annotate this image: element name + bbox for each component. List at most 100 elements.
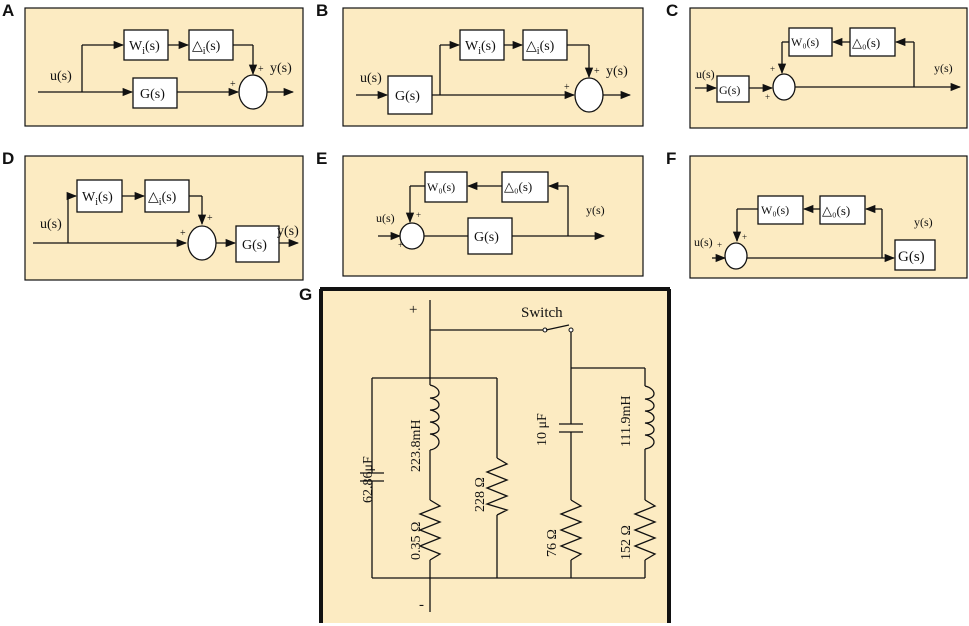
panel-e-plus-left: + — [398, 240, 403, 250]
r1-label: 0.35 Ω — [409, 522, 424, 560]
panel-b-delta-block — [522, 29, 568, 61]
panel-b-delta-label: △i(s) — [526, 39, 555, 57]
panel-c-delta-label: △₀(s) — [852, 35, 880, 50]
panel-e-g-block — [467, 217, 513, 255]
r4-label: 152 Ω — [619, 525, 634, 560]
panel-e-plus-top: + — [416, 210, 421, 220]
panel-a-output-label: y(s) — [270, 61, 292, 76]
panel-c-w-block — [788, 27, 833, 57]
panel-b-plus-top: + — [594, 66, 600, 77]
l2-label: 111.9mH — [619, 396, 634, 447]
l1-inductor — [429, 384, 440, 451]
panel-b-plus-left: + — [564, 82, 570, 93]
panel-c: C G(s) △₀(s) W₀(s) u(s) y(s) + + — [666, 1, 968, 129]
panel-d-output-label: y(s) — [277, 224, 299, 239]
panel-c-w-label: W₀(s) — [791, 35, 819, 49]
panel-e-summing-junction — [399, 222, 425, 250]
r3-label: 76 Ω — [545, 529, 560, 557]
switch-label: Switch — [521, 305, 563, 321]
positive-terminal-label: + — [409, 302, 417, 318]
panel-a-summing-junction — [238, 74, 268, 110]
panel-d-delta-block — [144, 179, 190, 213]
panel-d: D Wi(s) △i(s) G(s) u(s) y(s) + + — [2, 149, 304, 281]
panel-f-g-label: G(s) — [898, 249, 925, 265]
panel-f-letter: F — [666, 149, 676, 168]
r2-resistor — [485, 457, 509, 516]
panel-a-input-label: u(s) — [50, 69, 72, 84]
panel-e-delta-label: △₀(s) — [504, 179, 532, 194]
c2-label: 10 μF — [535, 413, 550, 446]
l2-inductor — [644, 385, 655, 450]
panel-c-output-label: y(s) — [934, 61, 953, 75]
r3-resistor — [559, 499, 583, 561]
panel-f-plus-top: + — [742, 232, 747, 242]
panel-d-w-block — [76, 179, 123, 213]
r2-label: 228 Ω — [473, 477, 488, 512]
panel-e-w-label: W₀(s) — [427, 180, 455, 194]
panel-f-summing-junction — [724, 242, 748, 270]
panel-d-plus-left: + — [180, 228, 186, 239]
panel-a-g-block — [132, 77, 178, 109]
panel-a-delta-label: △i(s) — [192, 39, 221, 57]
panel-c-input-label: u(s) — [696, 67, 715, 81]
panel-a-g-label: G(s) — [140, 87, 165, 102]
panel-f-delta-label: △₀(s) — [822, 203, 850, 218]
panel-c-plus-left: + — [765, 92, 770, 102]
panel-c-letter: C — [666, 1, 678, 20]
panel-d-g-label: G(s) — [242, 238, 267, 253]
panel-e-g-label: G(s) — [474, 230, 499, 245]
panel-e-w-block — [424, 171, 468, 203]
panel-b-g-label: G(s) — [395, 89, 420, 104]
panel-d-g-block — [235, 225, 280, 263]
panel-a-letter: A — [2, 1, 14, 20]
panel-b-letter: B — [316, 1, 328, 20]
panel-d-delta-label: △i(s) — [148, 190, 177, 208]
panel-b-output-label: y(s) — [606, 64, 628, 79]
panel-f-input-label: u(s) — [694, 235, 713, 249]
panel-g-background — [321, 289, 669, 623]
panel-b-g-block — [387, 75, 433, 115]
panel-a: A Wi(s) △i(s) G(s) u(s) y(s) + + — [2, 1, 304, 127]
panel-c-plus-top: + — [770, 64, 775, 74]
panel-f-w-block — [757, 195, 804, 225]
panel-b-input-label: u(s) — [360, 71, 382, 86]
panel-c-g-block — [716, 75, 750, 103]
negative-terminal-label: - — [419, 597, 424, 613]
panel-a-w-label: Wi(s) — [129, 39, 160, 57]
panel-b: B G(s) Wi(s) △i(s) u(s) y(s) + + — [316, 1, 644, 127]
panel-b-w-label: Wi(s) — [465, 39, 496, 57]
r4-resistor — [633, 499, 657, 561]
panel-a-delta-block — [188, 29, 234, 61]
panel-e-letter: E — [316, 149, 327, 168]
c1-label: 62.86μF — [361, 456, 376, 503]
panel-d-summing-junction — [187, 225, 217, 261]
panel-c-g-label: G(s) — [719, 83, 740, 97]
panel-c-delta-block — [849, 27, 896, 57]
panel-d-plus-top: + — [207, 213, 213, 224]
panel-f-w-label: W₀(s) — [761, 203, 789, 217]
l1-label: 223.8mH — [409, 420, 424, 473]
panel-d-input-label: u(s) — [40, 217, 62, 232]
panel-e-background — [342, 155, 644, 277]
panel-c-background — [689, 7, 968, 129]
panel-f-g-block — [894, 239, 936, 271]
panel-d-w-label: Wi(s) — [82, 190, 113, 208]
panel-e-input-label: u(s) — [376, 211, 395, 225]
panel-a-plus-top: + — [258, 64, 264, 75]
panel-c-summing-junction — [772, 73, 796, 101]
panel-b-summing-junction — [574, 77, 604, 113]
panel-g: G + - Switch 62.86μF 223.8mH 0.35 Ω — [299, 285, 671, 623]
panel-d-letter: D — [2, 149, 14, 168]
panel-e: E G(s) △₀(s) W₀(s) u(s) y(s) + + — [316, 149, 644, 277]
panel-f-output-label: y(s) — [914, 215, 933, 229]
panel-a-plus-left: + — [230, 79, 236, 90]
switch-blade[interactable] — [545, 324, 570, 331]
panel-e-output-label: y(s) — [586, 203, 605, 217]
panel-f: F △₀(s) W₀(s) G(s) u(s) y(s) + + — [666, 149, 968, 279]
r1-resistor — [418, 499, 442, 561]
panel-f-delta-block — [819, 195, 866, 225]
panel-a-w-block — [123, 29, 169, 61]
panel-g-letter: G — [299, 285, 312, 304]
panel-f-plus-left: + — [717, 240, 722, 250]
